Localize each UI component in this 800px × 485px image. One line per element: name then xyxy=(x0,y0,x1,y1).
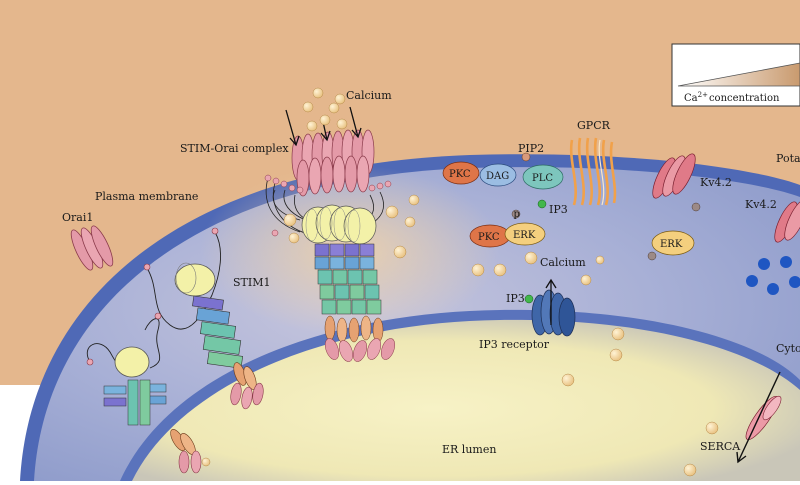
kv42-label-1: Kv4.2 xyxy=(700,176,732,189)
gpcr-icon xyxy=(569,137,617,206)
cyto-label: Cyto xyxy=(776,342,800,355)
gradient-wedge xyxy=(677,62,800,87)
stim1-label: STIM1 xyxy=(233,276,270,289)
calcium-ions xyxy=(283,87,719,477)
gpcr-label: GPCR xyxy=(577,119,611,132)
calcium-mid-label: Calcium xyxy=(540,256,586,269)
ca-concentration-legend: Ca2+concentration xyxy=(671,43,800,107)
calcium-top-label: Calcium xyxy=(346,89,392,102)
potassium-ions xyxy=(746,256,800,295)
potas-label: Potas xyxy=(776,152,800,165)
er-lumen-label: ER lumen xyxy=(442,443,496,456)
ip3-receptor-label: IP3 receptor xyxy=(479,338,550,351)
orai1-channel-icon xyxy=(70,225,114,271)
stim1-resting-icon xyxy=(86,312,211,474)
plasma-membrane-label: Plasma membrane xyxy=(95,190,198,203)
kv42-channel-icon xyxy=(652,153,701,212)
plc-icon xyxy=(522,164,564,190)
erk-label-2: ERK xyxy=(660,239,683,250)
orai-channels-in-complex xyxy=(291,129,375,197)
er-lumen-region xyxy=(132,319,800,481)
orai1-label: Orai1 xyxy=(62,211,93,224)
ip3-icon-1 xyxy=(537,199,547,209)
stim1-protein-icon xyxy=(143,227,264,410)
pkc-label-2: PKC xyxy=(478,232,500,243)
plc-label: PLC xyxy=(532,173,553,184)
ip3-label-1: IP3 xyxy=(549,203,568,216)
ip3-icon-2 xyxy=(524,294,534,304)
pkc-dag-plc-group: PKC DAG PLC xyxy=(442,152,564,209)
kv42-label-2: Kv4.2 xyxy=(745,198,777,211)
erk-cytoplasm-icon: ERK xyxy=(647,230,695,261)
pkc-label-1: PKC xyxy=(449,169,471,180)
pkc-erk-complex: p PKC ERK xyxy=(469,209,546,248)
serca-pump-icon xyxy=(736,371,782,464)
ca-concentration-label: Ca2+concentration xyxy=(684,91,780,104)
dag-label: DAG xyxy=(486,171,509,182)
erk-label-1: ERK xyxy=(513,230,536,241)
stim-orai-complex-icon xyxy=(264,129,396,362)
pkc-membrane-icon xyxy=(442,161,480,185)
stim-orai-complex-label: STIM-Orai complex xyxy=(180,142,289,155)
serca-label: SERCA xyxy=(700,440,741,453)
ip3-receptor-icon xyxy=(524,278,576,337)
dag-icon xyxy=(479,163,517,187)
kv42-channel-icon-2 xyxy=(774,199,800,243)
phospho-label-1: p xyxy=(514,209,520,220)
pip2-label: PIP2 xyxy=(518,142,544,155)
ip3-label-2: IP3 xyxy=(506,292,525,305)
